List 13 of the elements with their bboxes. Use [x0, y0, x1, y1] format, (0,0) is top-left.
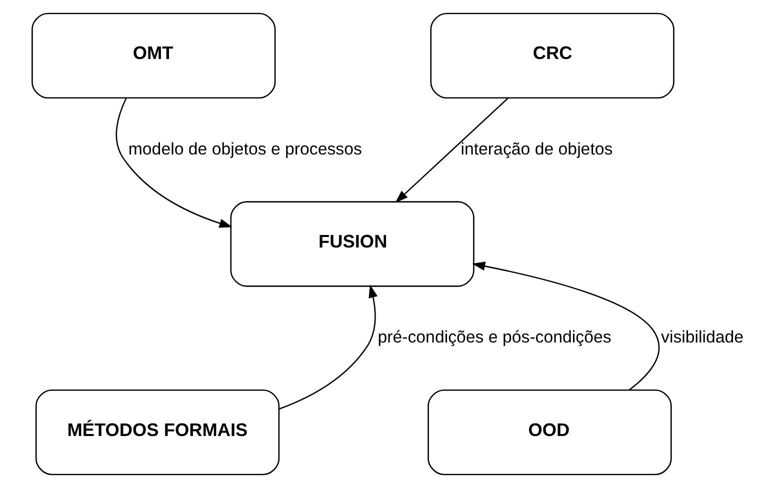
edge-label: interação de objetos	[460, 139, 613, 158]
arrow	[395, 98, 508, 203]
node-box: OOD	[428, 389, 672, 476]
edge-label: visibilidade	[661, 328, 744, 347]
node-box: CRC	[430, 12, 674, 99]
arrow	[116, 98, 232, 228]
arrow	[472, 262, 660, 391]
node-box: FUSION	[230, 201, 474, 287]
edge-label: modelo de objetos e processos	[128, 139, 362, 158]
edge-label: pré-condições e pós-condições	[378, 328, 612, 347]
node-box: MÉTODOS FORMAIS	[35, 389, 280, 476]
arrow	[278, 284, 378, 410]
node-box: OMT	[32, 12, 276, 99]
